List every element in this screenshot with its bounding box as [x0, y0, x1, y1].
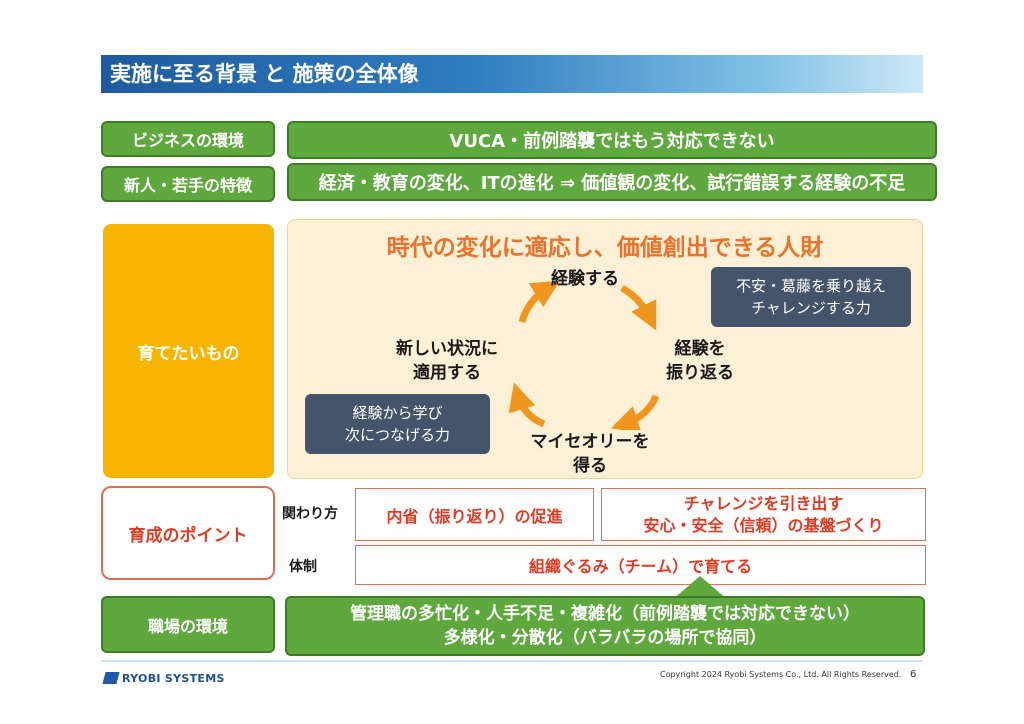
title-bar: [101, 55, 923, 93]
note-challenge-line1: 不安・葛藤を乗り越え: [735, 277, 886, 295]
structure-label: 体制: [289, 559, 317, 575]
page-title: 実施に至る背景 と 施策の全体像: [110, 62, 419, 86]
cycle-theory-line2: 得る: [573, 456, 607, 476]
company-logo: RYOBI SYSTEMS: [102, 670, 225, 686]
newcomer-traits-text: 経済・教育の変化、ITの進化 ⇒ 価値観の変化、試行錯誤する経験の不足: [287, 163, 937, 201]
workplace-label: 職場の環境: [101, 596, 275, 653]
dev-points-label: 育成のポイント: [101, 486, 275, 580]
copyright: Copyright 2024 Ryobi Systems Co., Ltd. A…: [660, 670, 902, 679]
up-triangle-icon: [672, 576, 728, 600]
challenge-cell-line1: チャレンジを引き出す: [683, 493, 844, 513]
note-learn: 経験から学び 次につなげる力: [305, 394, 490, 454]
cycle-apply-line2: 適用する: [413, 363, 481, 383]
note-learn-line1: 経験から学び: [352, 404, 443, 422]
cycle-apply-line1: 新しい状況に: [396, 339, 498, 359]
arrow-bottom-left: [508, 382, 546, 428]
workplace-text-line2: 多様化・分散化（バラバラの場所で協同）: [443, 628, 767, 648]
challenge-cell-line2: 安心・安全（信頼）の基盤づくり: [643, 515, 884, 535]
team-cell: 組織ぐるみ（チーム）で育てる: [355, 545, 926, 585]
grow-target-label: 育てたいもの: [103, 224, 274, 478]
cycle-arrows: [508, 280, 660, 430]
relation-label: 関わり方: [282, 506, 338, 522]
logo-mark-icon: [102, 672, 120, 684]
cycle-experience: 経験する: [551, 269, 619, 289]
cycle-reflect-line2: 振り返る: [666, 363, 734, 383]
arrow-top-right: [620, 284, 657, 331]
cycle-reflect-line1: 経験を: [674, 339, 726, 359]
arrow-top-left: [518, 280, 561, 324]
cycle-apply: 新しい状況に 適用する: [382, 337, 512, 385]
logo-text: RYOBI SYSTEMS: [122, 671, 225, 685]
challenge-cell: チャレンジを引き出す 安心・安全（信頼）の基盤づくり: [601, 488, 926, 541]
cycle-reflect: 経験を 振り返る: [650, 337, 750, 385]
note-challenge-line2: チャレンジする力: [751, 299, 871, 317]
workplace-text-line1: 管理職の多忙化・人手不足・複雑化（前例踏襲では対応できない）: [350, 604, 860, 624]
page-number: 6: [910, 669, 917, 680]
business-env-text: VUCA・前例踏襲ではもう対応できない: [287, 121, 937, 159]
workplace-text: 管理職の多忙化・人手不足・複雑化（前例踏襲では対応できない） 多様化・分散化（バ…: [285, 596, 925, 656]
grow-headline: 時代の変化に適応し、価値創出できる人財: [386, 235, 824, 261]
note-challenge: 不安・葛藤を乗り越え チャレンジする力: [711, 267, 911, 327]
cycle-theory-line1: マイセオリーを: [530, 432, 650, 452]
arrow-bottom-right: [610, 394, 660, 430]
business-env-label: ビジネスの環境: [101, 121, 275, 157]
reflection-cell: 内省（振り返り）の促進: [355, 488, 594, 541]
footer-divider: [101, 660, 923, 662]
note-learn-line2: 次につなげる力: [344, 426, 450, 444]
cycle-theory: マイセオリーを 得る: [515, 430, 665, 478]
newcomer-traits-label: 新人・若手の特徴: [101, 166, 275, 202]
